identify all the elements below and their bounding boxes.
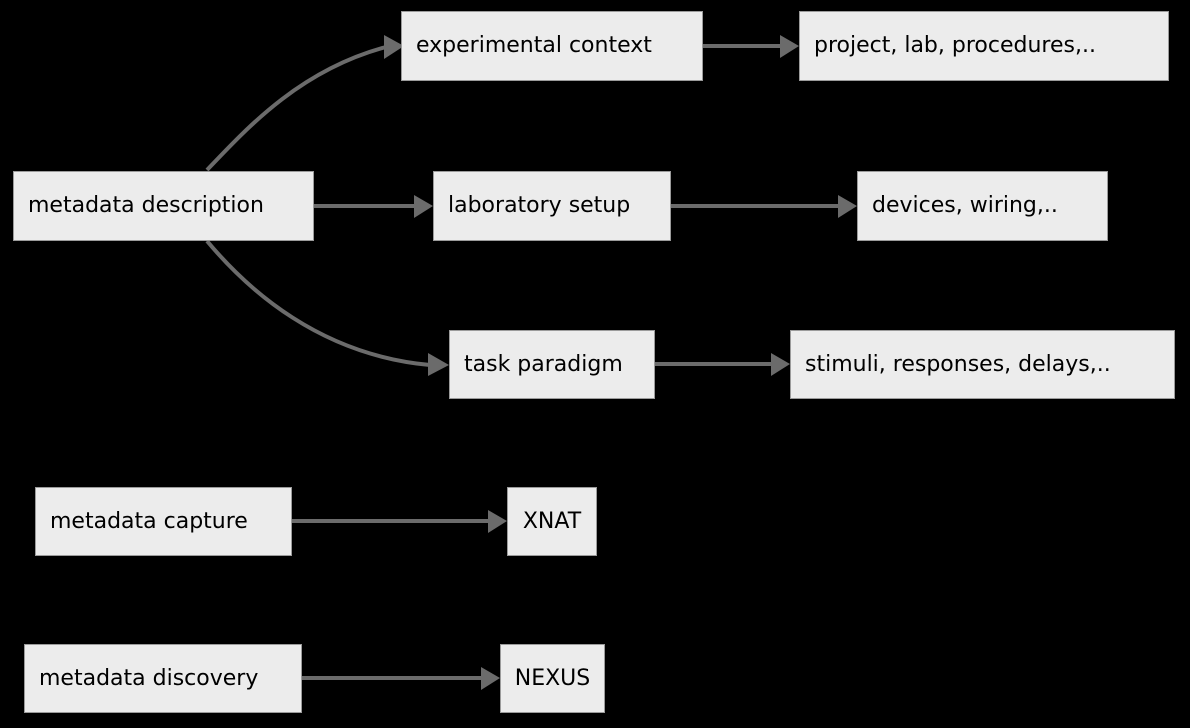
node-label: task paradigm [464, 351, 623, 377]
node-label: project, lab, procedures,.. [814, 33, 1096, 58]
node-project-lab-procedures[interactable]: project, lab, procedures,.. [799, 11, 1169, 81]
node-metadata-discovery[interactable]: metadata discovery [24, 644, 302, 713]
node-label: laboratory setup [448, 193, 631, 218]
node-xnat[interactable]: XNAT [507, 487, 597, 556]
node-metadata-description[interactable]: metadata description [13, 171, 314, 241]
node-label: metadata description [28, 193, 264, 218]
node-devices-wiring[interactable]: devices, wiring,.. [857, 171, 1108, 241]
edge-experimental-context-to-project [703, 35, 799, 58]
node-label: experimental context [416, 33, 652, 58]
edge-capture-to-xnat [292, 510, 507, 533]
node-experimental-context[interactable]: experimental context [401, 11, 703, 81]
node-label: metadata capture [50, 508, 248, 534]
edge-laboratory-setup-to-devices [671, 195, 857, 218]
node-label: stimuli, responses, delays,.. [805, 351, 1111, 377]
node-metadata-capture[interactable]: metadata capture [35, 487, 292, 556]
node-stimuli-responses-delays[interactable]: stimuli, responses, delays,.. [790, 330, 1175, 399]
edge-description-to-task-paradigm [205, 239, 449, 376]
node-label: NEXUS [514, 665, 591, 691]
edge-discovery-to-nexus [302, 667, 500, 690]
node-nexus[interactable]: NEXUS [500, 644, 605, 713]
node-label: devices, wiring,.. [872, 193, 1058, 218]
node-task-paradigm[interactable]: task paradigm [449, 330, 655, 399]
node-label: metadata discovery [39, 665, 259, 691]
edge-description-to-experimental-context [205, 35, 404, 172]
edge-task-paradigm-to-stimuli [655, 353, 790, 376]
edge-description-to-laboratory-setup [314, 195, 433, 218]
node-laboratory-setup[interactable]: laboratory setup [433, 171, 671, 241]
node-label: XNAT [522, 508, 582, 534]
